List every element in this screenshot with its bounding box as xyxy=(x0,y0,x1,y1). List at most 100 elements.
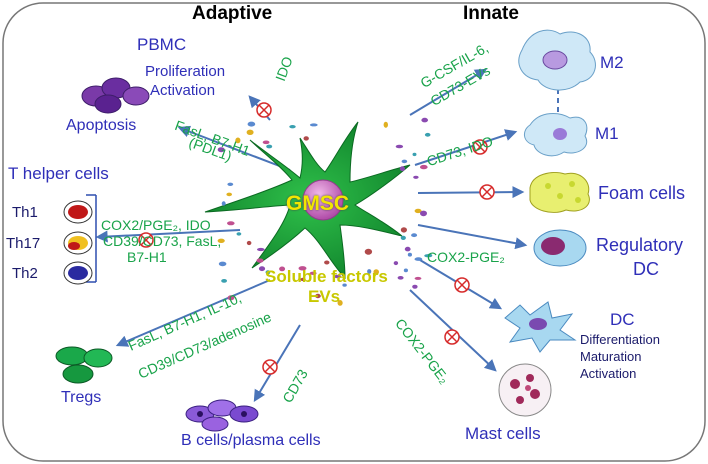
ev-particle xyxy=(420,164,428,170)
ev-particle xyxy=(266,144,273,149)
ev-particle xyxy=(420,210,427,217)
ev-particle xyxy=(221,279,228,283)
ev-particle xyxy=(324,260,330,265)
mast-label: Mast cells xyxy=(465,424,541,443)
ev-particle xyxy=(309,271,317,275)
arrow-foam xyxy=(417,186,525,199)
arrow-m1 xyxy=(414,129,518,166)
inhibition-icons xyxy=(138,102,495,375)
ev-particle xyxy=(315,293,321,299)
tregs-cells xyxy=(55,346,113,384)
ev-particle xyxy=(227,221,235,226)
ev-particle xyxy=(397,276,404,280)
ev-particle xyxy=(342,283,347,287)
ev-particle xyxy=(256,258,264,263)
ev-particle xyxy=(247,121,256,127)
ev-particle xyxy=(334,274,342,279)
bcells-label: B cells/plasma cells xyxy=(181,432,321,449)
gmsc-cell xyxy=(204,121,411,280)
regdc-label-2: DC xyxy=(633,259,659,279)
ev-particle xyxy=(289,125,296,129)
ev-particle xyxy=(279,266,286,272)
ev-particle xyxy=(407,252,412,257)
foam-cell xyxy=(529,172,590,213)
ev-particle xyxy=(367,269,372,274)
ev-particle xyxy=(246,129,254,135)
regdc-label-1: Regulatory xyxy=(596,235,684,255)
ev-particle xyxy=(217,147,225,153)
ev-particle xyxy=(403,268,408,273)
arrow-apoptosis xyxy=(177,125,291,171)
regdc-cell xyxy=(533,229,587,267)
dc-cell xyxy=(504,301,577,353)
ev-particle xyxy=(262,140,270,145)
m2-cell xyxy=(518,29,596,91)
ev-particle xyxy=(421,117,429,123)
arrow-regdc xyxy=(417,224,528,250)
header-innate: Innate xyxy=(463,3,519,24)
ev-particle xyxy=(364,248,373,255)
ev-particle xyxy=(383,121,388,128)
ev-particle xyxy=(373,269,380,275)
bcells-cells xyxy=(185,399,259,432)
pbmc-cells xyxy=(81,77,150,114)
foam-label: Foam cells xyxy=(598,183,686,203)
ev-particle xyxy=(413,175,419,179)
pbmc-title: PBMC xyxy=(137,35,187,54)
arrow-m2 xyxy=(409,68,488,116)
m1-cell xyxy=(524,113,588,157)
ev-particle xyxy=(246,240,252,246)
inhibit-icon xyxy=(262,359,278,375)
thelper-mediator-2: CD39/CD73, FasL, xyxy=(103,233,222,249)
ev-particle xyxy=(399,166,405,172)
ev-particle xyxy=(412,284,418,289)
inhibit-icon xyxy=(472,139,488,155)
m2-label: M2 xyxy=(600,53,624,72)
ev-particles xyxy=(217,117,433,306)
pbmc-apoptosis: Apoptosis xyxy=(66,117,137,134)
ev-particle xyxy=(298,266,307,271)
header-adaptive: Adaptive xyxy=(192,3,273,24)
inhibit-icon xyxy=(256,102,272,118)
evs-label: EVs xyxy=(308,287,341,306)
inhibit-icon xyxy=(138,232,154,248)
m1-label: M1 xyxy=(595,124,619,143)
ev-particle xyxy=(400,235,406,240)
thelper-th17: Th17 xyxy=(6,235,41,252)
tregs-label: Tregs xyxy=(61,389,102,406)
ev-particle xyxy=(300,277,306,282)
thelper-mediator-1: COX2/PGE₂, IDO xyxy=(101,217,211,233)
thelper-th1: Th1 xyxy=(12,204,38,221)
gmsc-nucleus xyxy=(302,179,344,221)
ev-particle xyxy=(226,192,232,197)
dc-line1: Differentiation xyxy=(580,332,660,347)
ev-particle xyxy=(257,247,265,252)
arrow-thelper xyxy=(95,229,241,243)
ev-particle xyxy=(235,137,241,144)
arrow-tregs xyxy=(115,279,271,347)
ev-particle xyxy=(400,227,407,233)
ev-particle xyxy=(395,144,404,149)
thelper-group xyxy=(63,194,97,285)
ev-particle xyxy=(218,261,227,267)
ev-particle xyxy=(411,233,418,238)
thelper-th2: Th2 xyxy=(12,265,38,282)
ev-particle xyxy=(404,246,411,252)
ev-particle xyxy=(424,132,431,137)
inhibit-icon xyxy=(454,277,470,293)
thelper-mediator-3: B7-H1 xyxy=(127,249,167,265)
ev-particle xyxy=(227,182,234,186)
thelper-title: T helper cells xyxy=(8,164,109,183)
dc-line3: Activation xyxy=(580,366,637,381)
ev-particle xyxy=(426,253,433,258)
ev-particle xyxy=(337,300,343,306)
mast-cell xyxy=(498,363,552,417)
ev-particle xyxy=(412,152,417,157)
ev-particle xyxy=(414,276,422,280)
pbmc-activation: Activation xyxy=(150,82,216,99)
ev-particle xyxy=(414,257,423,261)
ev-particle xyxy=(309,123,318,127)
ev-particle xyxy=(217,238,225,243)
